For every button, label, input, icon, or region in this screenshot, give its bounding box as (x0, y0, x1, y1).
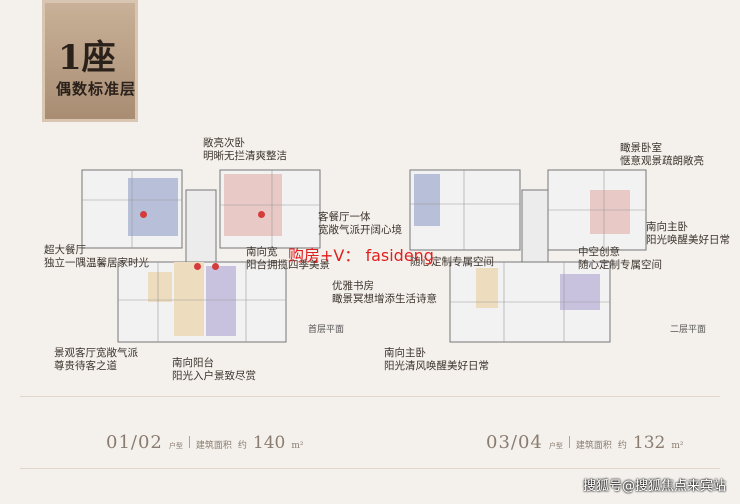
separator (568, 436, 570, 448)
annotation-view-bedroom: 瞰景卧室惬意观景疏朗敞亮 (620, 142, 704, 167)
unit-code: 03/04 (486, 432, 543, 453)
room-blue (414, 174, 440, 226)
marker-dot (140, 211, 147, 218)
annotation-south-balcony-wide: 南向宽阳台拥揽四季美景 (246, 246, 330, 271)
annotation-master-bedroom-2: 南向主卧阳光清风唤醒美好日常 (384, 347, 489, 372)
unit-info-left: 01/02 户型 建筑面积 约 140 m² (106, 432, 304, 453)
marker-dot (212, 263, 219, 270)
annotation-living-dining: 客餐厅一体宽敞气派开阔心境 (318, 211, 402, 236)
contact-watermark: 购房+V： fasideng (288, 246, 434, 265)
room-blue (128, 178, 178, 236)
annotation-south-balcony: 南向阳台阳光入户景致尽赏 (172, 357, 256, 382)
annotation-view-living: 景观客厅宽敞气派尊贵待客之道 (54, 347, 138, 372)
annotation-custom-space: 随心定制专属空间 (410, 256, 494, 268)
room-pink (590, 190, 630, 234)
area-unit: m² (671, 441, 684, 451)
room-cream (476, 268, 498, 308)
room-cream (174, 262, 204, 336)
annotation-second-bedroom: 敞亮次卧明晰无拦清爽整洁 (203, 137, 287, 162)
area-unit: m² (291, 441, 304, 451)
unit-suffix: 户型 (168, 442, 183, 450)
floor-plan-second (409, 169, 647, 343)
room-purple (206, 266, 236, 336)
building-badge (42, 0, 138, 122)
annotation-study: 优雅书房瞰景冥想增添生活诗意 (332, 280, 437, 305)
unit-info-right: 03/04 户型 建筑面积 约 132 m² (486, 432, 684, 453)
divider (20, 468, 720, 469)
area-prefix: 约 (237, 441, 247, 451)
area-label: 建筑面积 (575, 441, 612, 451)
room-cream-small (148, 272, 172, 302)
unit-suffix: 户型 (548, 442, 563, 450)
divider (20, 396, 720, 397)
source-watermark: 搜狐号@搜狐焦点来宾站 (582, 479, 726, 494)
floor-plan-first (81, 169, 321, 343)
room-purple (560, 274, 600, 310)
separator (188, 436, 190, 448)
badge-subtitle: 偶数标准层 (56, 80, 137, 98)
floor-label-first: 首层平面 (308, 325, 345, 335)
area-prefix: 约 (617, 441, 627, 451)
area-value: 132 (632, 433, 666, 453)
floor-label-second: 二层平面 (670, 325, 707, 335)
annotation-master-bedroom: 南向主卧阳光唤醒美好日常 (646, 221, 730, 246)
area-label: 建筑面积 (195, 441, 232, 451)
marker-dot (194, 263, 201, 270)
area-value: 140 (252, 433, 286, 453)
badge-title: 1座 (58, 38, 116, 78)
plan-core (521, 189, 549, 263)
marker-dot (258, 211, 265, 218)
annotation-hollow-space: 中空创意随心定制专属空间 (578, 246, 662, 271)
annotation-dining: 超大餐厅独立一隅温馨居家时光 (44, 244, 149, 269)
unit-code: 01/02 (106, 432, 163, 453)
plan-core (185, 189, 217, 263)
